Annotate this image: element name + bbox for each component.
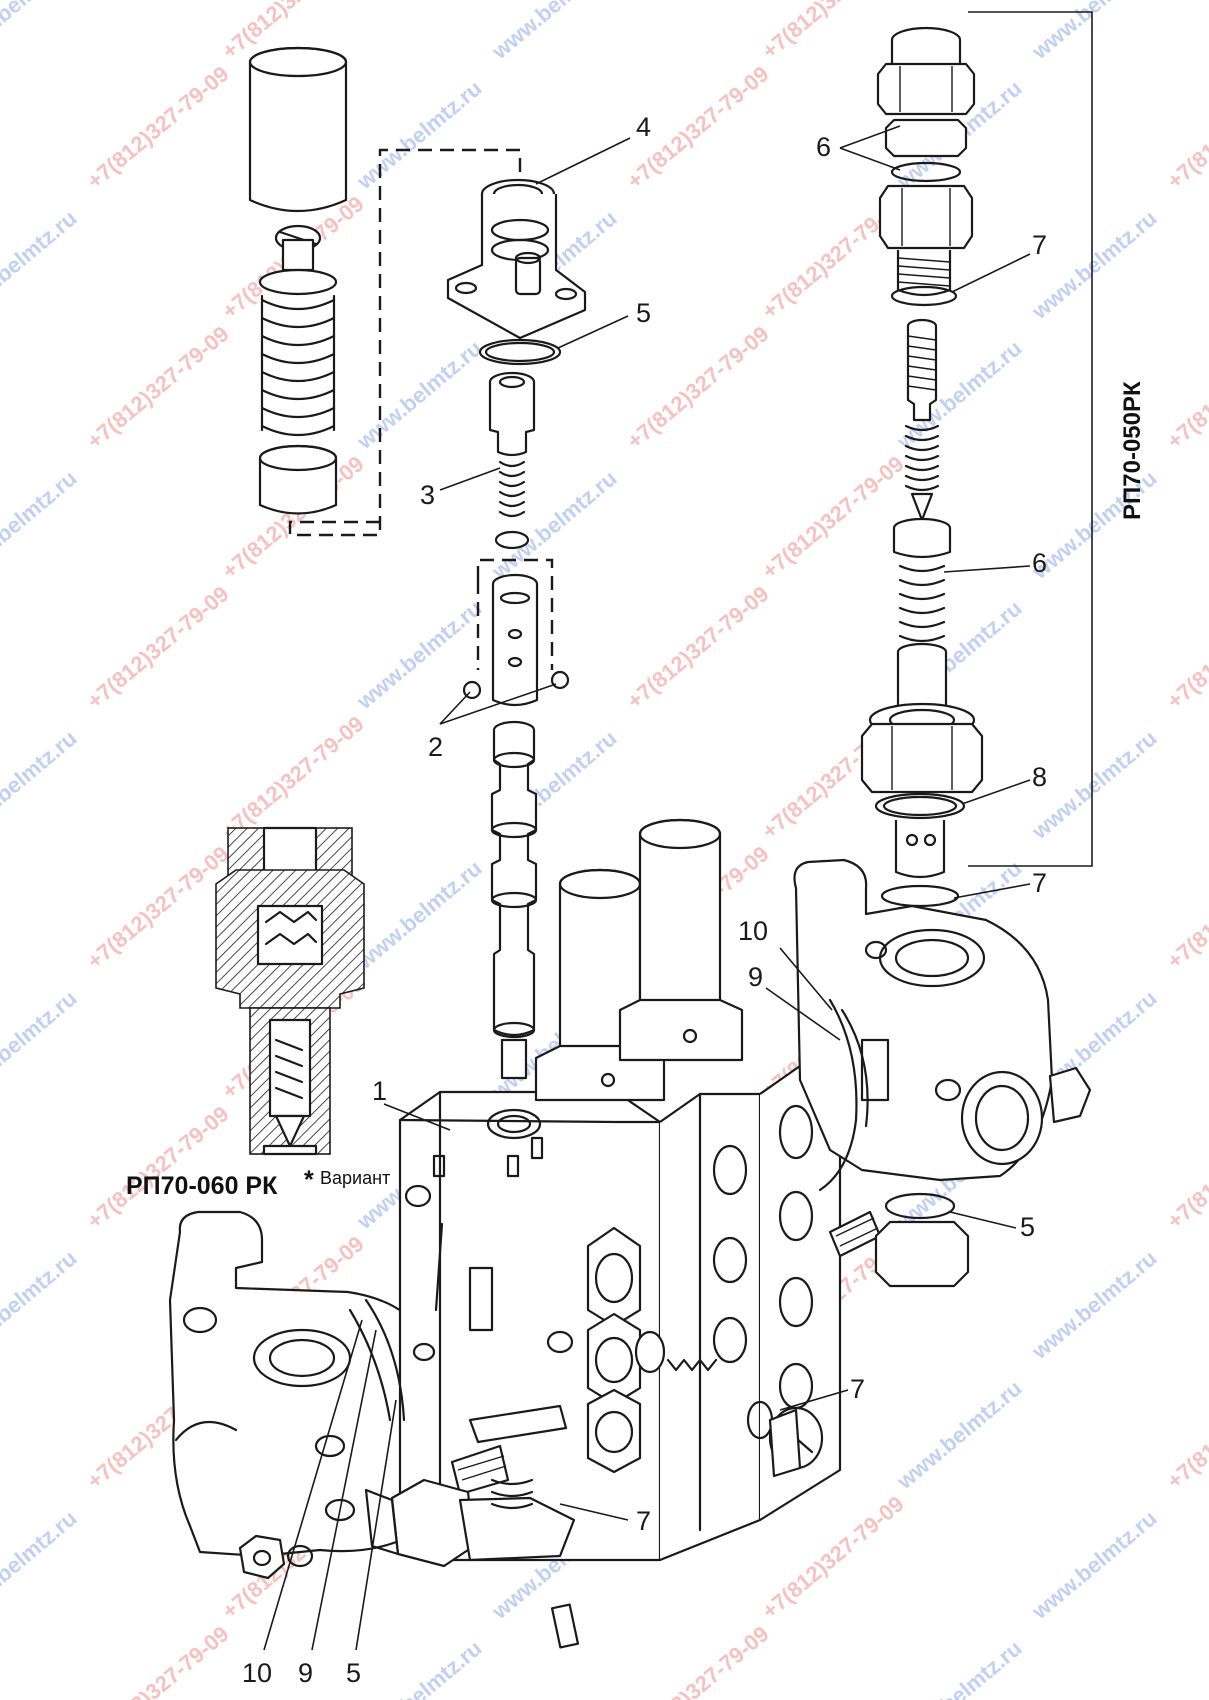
watermark-text: +7(812)327-79-09 bbox=[1162, 841, 1209, 974]
callout-5-right: 5 bbox=[1020, 1212, 1035, 1242]
watermark-text: +7(812)327-79-09 bbox=[757, 451, 908, 584]
watermark-text: www.belmtz.ru bbox=[1026, 1505, 1161, 1624]
leader-lines bbox=[263, 125, 1031, 1651]
callout-10-bottom: 10 bbox=[242, 1658, 272, 1688]
variant-word: Вариант bbox=[320, 1168, 390, 1188]
callout-6-mid: 6 bbox=[1032, 548, 1047, 578]
watermark-text: www.belmtz.ru bbox=[1026, 1245, 1161, 1364]
watermark-text: +7(812)327-79-09 bbox=[622, 321, 773, 454]
watermark-text: www.belmtz.ru bbox=[486, 0, 621, 64]
watermark-text: +7(812)327-79-09 bbox=[622, 1621, 773, 1700]
plug-spring-part-3 bbox=[488, 371, 536, 550]
watermark-text: www.belmtz.ru bbox=[351, 1635, 486, 1700]
right-end-cover bbox=[348, 858, 1092, 1422]
watermark-text: +7(812)327-79-09 bbox=[1162, 61, 1209, 194]
watermark-text: www.belmtz.ru bbox=[0, 0, 82, 64]
callout-7-top: 7 bbox=[1032, 230, 1047, 260]
watermark-text: www.belmtz.ru bbox=[351, 335, 486, 454]
watermark-text: +7(812)327-79-09 bbox=[622, 581, 773, 714]
watermark-text: www.belmtz.ru bbox=[891, 1375, 1026, 1494]
watermark-text: www.belmtz.ru bbox=[0, 1505, 82, 1624]
watermark-text: +7(812)327-79-09 bbox=[757, 0, 908, 64]
watermark-text: +7(812)327-79-09 bbox=[82, 1621, 233, 1700]
watermark-text: +7(812)327-79-09 bbox=[1162, 321, 1209, 454]
callout-numbers: 4 5 3 2 1 6 7 6 8 7 10 9 5 7 7 10 9 5 bbox=[242, 112, 1047, 1688]
watermark-text: www.belmtz.ru bbox=[1026, 205, 1161, 324]
watermark-text: www.belmtz.ru bbox=[0, 985, 82, 1104]
watermark-text: www.belmtz.ru bbox=[0, 465, 82, 584]
callout-3: 3 bbox=[420, 480, 435, 510]
callout-7-mid: 7 bbox=[1032, 868, 1047, 898]
spring-upper bbox=[260, 294, 336, 436]
watermark-text: www.belmtz.ru bbox=[0, 725, 82, 844]
watermark-text: www.belmtz.ru bbox=[486, 465, 621, 584]
callout-8: 8 bbox=[1032, 762, 1047, 792]
watermark-text: www.belmtz.ru bbox=[0, 205, 82, 324]
callout-5-top: 5 bbox=[636, 298, 651, 328]
callout-10-right: 10 bbox=[738, 916, 768, 946]
callout-7-front: 7 bbox=[850, 1374, 865, 1404]
callout-1: 1 bbox=[372, 1076, 387, 1106]
watermark-text: +7(812)327-79-09 bbox=[217, 711, 368, 844]
spool-part-2 bbox=[462, 558, 570, 1080]
watermark-text: +7(812)327-79-09 bbox=[82, 581, 233, 714]
watermark-text: www.belmtz.ru bbox=[351, 75, 486, 194]
pilot-housing-part-4 bbox=[446, 178, 587, 366]
callout-6-top: 6 bbox=[816, 132, 831, 162]
watermark-text: +7(812)327-79-09 bbox=[82, 321, 233, 454]
watermark-text: +7(812)327-79-09 bbox=[82, 841, 233, 974]
callout-2: 2 bbox=[428, 732, 443, 762]
watermark-text: +7(812)327-79-09 bbox=[1162, 581, 1209, 714]
watermark-text: www.belmtz.ru bbox=[0, 1245, 82, 1364]
watermark-text: +7(812)327-79-09 bbox=[1162, 1361, 1209, 1494]
watermark-text: www.belmtz.ru bbox=[351, 855, 486, 974]
watermark-text: +7(812)327-79-09 bbox=[82, 61, 233, 194]
callout-7-bottom: 7 bbox=[636, 1506, 651, 1536]
variant-star: * bbox=[304, 1166, 314, 1194]
callout-9-bottom: 9 bbox=[298, 1658, 313, 1688]
callout-9-right: 9 bbox=[748, 962, 763, 992]
watermark-text: +7(812)327-79-09 bbox=[757, 1491, 908, 1624]
distributor-body-part-1 bbox=[168, 818, 842, 1649]
callout-5-bottom: 5 bbox=[346, 1658, 361, 1688]
watermark-text: +7(812)327-79-09 bbox=[1162, 1101, 1209, 1234]
variant-cross-section: РП70-060 РК * Вариант bbox=[126, 826, 390, 1200]
relief-valve-stack-rp70-050rk bbox=[860, 11, 1093, 908]
watermark-text: +7(812)327-79-09 bbox=[1162, 1621, 1209, 1700]
variant-title: РП70-060 РК bbox=[126, 1172, 278, 1200]
callout-4: 4 bbox=[636, 112, 651, 142]
assembly-title: РП70-050РК bbox=[1119, 381, 1146, 520]
watermark-text: www.belmtz.ru bbox=[1026, 0, 1161, 64]
relief-cartridge-parts bbox=[248, 46, 522, 537]
watermark-text: www.belmtz.ru bbox=[891, 1635, 1026, 1700]
